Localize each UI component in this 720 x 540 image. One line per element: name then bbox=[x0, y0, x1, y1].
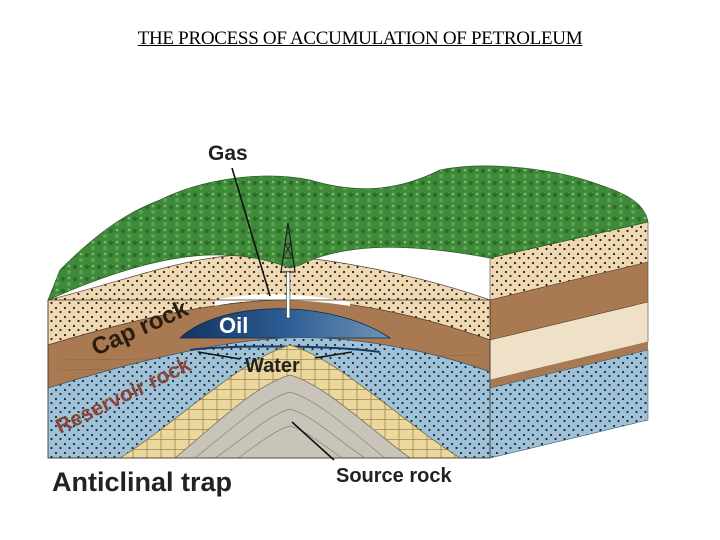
water-leader-right bbox=[314, 351, 353, 359]
diagram-caption: Anticlinal trap bbox=[52, 467, 232, 497]
vegetation-surface bbox=[47, 165, 649, 301]
gas-label: Gas bbox=[208, 142, 248, 165]
gas-leader-line bbox=[231, 167, 271, 297]
oil-label: Oil bbox=[219, 313, 248, 338]
source-rock-label: Source rock bbox=[336, 465, 452, 487]
water-label: Water bbox=[245, 355, 300, 377]
derrick-icon bbox=[280, 222, 296, 319]
water-leader-left bbox=[197, 351, 241, 360]
right-face bbox=[489, 221, 649, 459]
page-title: THE PROCESS OF ACCUMULATION OF PETROLEUM bbox=[137, 28, 583, 49]
source-rock-leader-line bbox=[291, 421, 335, 461]
front-face bbox=[47, 254, 491, 459]
